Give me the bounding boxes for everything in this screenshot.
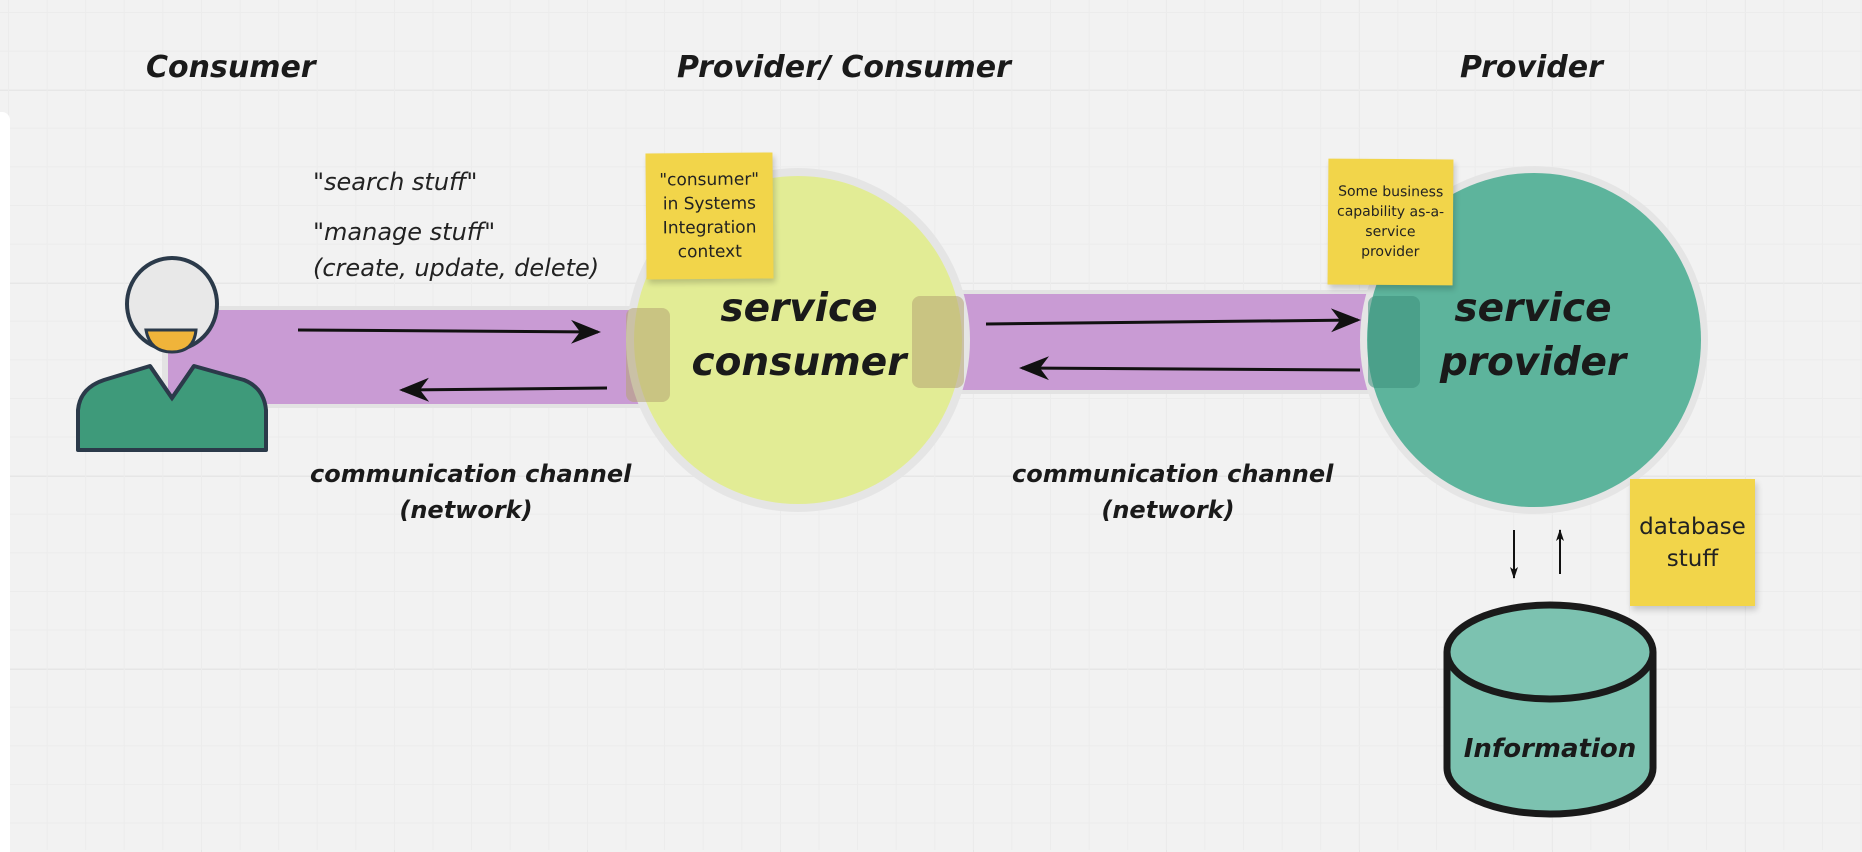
port-consumer-right[interactable] xyxy=(912,296,964,388)
sticky-provider-line3: service xyxy=(1365,223,1416,241)
channel-label-1: communication channel (network) xyxy=(310,456,631,528)
canvas-edge-panel xyxy=(0,112,10,852)
heading-provider: Provider xyxy=(1460,50,1603,85)
channel-label-2-line1: communication channel xyxy=(1012,460,1334,488)
channel-label-1-line1: communication channel xyxy=(310,460,632,488)
heading-consumer: Consumer xyxy=(146,50,316,85)
port-consumer-left[interactable] xyxy=(626,308,670,402)
channel-bar-2[interactable] xyxy=(904,290,1426,394)
channel-label-2-line2: (network) xyxy=(1101,496,1235,524)
service-provider-label-line1: service xyxy=(1454,286,1612,331)
channel-label-2: communication channel (network) xyxy=(1012,456,1333,528)
service-consumer-label: service consumer xyxy=(690,282,908,390)
port-provider-left[interactable] xyxy=(1368,296,1420,388)
sticky-consumer-line1: "consumer" xyxy=(659,169,760,191)
channel-label-1-line2: (network) xyxy=(399,496,533,524)
service-provider-label: service provider xyxy=(1424,282,1642,390)
sticky-database-line1: database xyxy=(1639,513,1746,540)
service-consumer-label-line2: consumer xyxy=(691,340,907,385)
database-label: Information xyxy=(1463,734,1637,764)
sticky-consumer-line2: in Systems xyxy=(662,193,757,215)
arrow-request-2[interactable] xyxy=(985,308,1361,333)
action-search: "search stuff" xyxy=(313,168,478,196)
sticky-database-line2: stuff xyxy=(1666,545,1719,572)
sticky-provider-line2: capability as-a- xyxy=(1336,203,1445,221)
sticky-provider-line1: Some business xyxy=(1338,183,1444,201)
arrow-request-1[interactable] xyxy=(297,319,601,344)
sticky-note-consumer[interactable]: "consumer" in Systems Integration contex… xyxy=(645,152,774,280)
person-icon[interactable] xyxy=(76,256,268,452)
arrow-response-1[interactable] xyxy=(399,377,608,402)
sticky-note-database[interactable]: database stuff xyxy=(1630,479,1755,606)
sticky-provider-line4: provider xyxy=(1361,243,1420,261)
service-provider-label-line2: provider xyxy=(1439,340,1627,385)
sticky-consumer-line3: Integration xyxy=(662,217,757,239)
action-manage: "manage stuff" xyxy=(313,218,496,246)
action-manage-detail: (create, update, delete) xyxy=(313,254,600,282)
sticky-consumer-line4: context xyxy=(677,241,742,263)
arrow-response-2[interactable] xyxy=(1019,356,1361,381)
sticky-note-provider[interactable]: Some business capability as-a- service p… xyxy=(1327,158,1454,286)
database-icon[interactable] xyxy=(1443,601,1657,818)
service-consumer-label-line1: service xyxy=(720,286,878,331)
heading-provider-consumer: Provider/ Consumer xyxy=(677,50,1011,85)
